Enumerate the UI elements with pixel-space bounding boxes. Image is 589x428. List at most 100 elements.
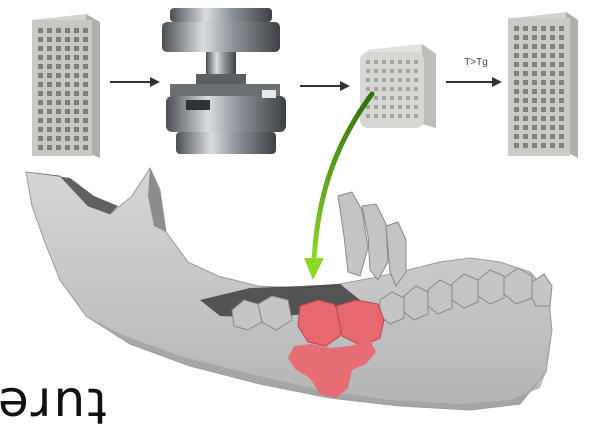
lattice-pore bbox=[550, 98, 555, 103]
lattice-pore bbox=[406, 78, 410, 82]
lattice-pore bbox=[38, 136, 43, 141]
lattice-pore bbox=[514, 35, 519, 40]
lattice-pore bbox=[406, 114, 410, 118]
lattice-pore bbox=[74, 37, 79, 42]
lattice-pore bbox=[38, 28, 43, 33]
lattice-pore bbox=[414, 60, 418, 64]
lattice-pore bbox=[390, 96, 394, 100]
lattice-pore bbox=[83, 136, 88, 141]
lattice-pore bbox=[532, 71, 537, 76]
lattice-pore bbox=[374, 87, 378, 91]
lattice-pore bbox=[398, 78, 402, 82]
lattice-pore bbox=[414, 87, 418, 91]
lattice-pore bbox=[398, 114, 402, 118]
lattice-pore bbox=[47, 118, 52, 123]
process-arrow-3 bbox=[446, 77, 502, 87]
lattice-pore bbox=[74, 82, 79, 87]
lattice-pore bbox=[550, 80, 555, 85]
lattice-pore bbox=[541, 71, 546, 76]
lattice-pore bbox=[47, 73, 52, 78]
lattice-pore bbox=[514, 53, 519, 58]
lattice-pore bbox=[414, 96, 418, 100]
lattice-pore bbox=[398, 96, 402, 100]
lattice-pore bbox=[541, 116, 546, 121]
lattice-pore bbox=[56, 37, 61, 42]
lattice-pore bbox=[398, 60, 402, 64]
lattice-pore bbox=[514, 89, 519, 94]
lattice-pore bbox=[541, 98, 546, 103]
lattice-pore bbox=[406, 69, 410, 73]
process-arrow-1 bbox=[110, 77, 160, 87]
lattice-pore bbox=[56, 118, 61, 123]
lattice-pore bbox=[550, 89, 555, 94]
lattice-pore bbox=[532, 134, 537, 139]
lattice-pore bbox=[382, 69, 386, 73]
lattice-pore bbox=[374, 114, 378, 118]
lattice-pore bbox=[83, 64, 88, 69]
lattice-pore bbox=[83, 73, 88, 78]
lattice-pore bbox=[382, 87, 386, 91]
lattice-pore bbox=[559, 98, 564, 103]
lattice-pore bbox=[523, 116, 528, 121]
lattice-pore bbox=[559, 107, 564, 112]
lattice-pore bbox=[74, 91, 79, 96]
lattice-pore bbox=[390, 78, 394, 82]
lattice-pore bbox=[532, 53, 537, 58]
lattice-pore bbox=[559, 80, 564, 85]
lattice-pore bbox=[83, 28, 88, 33]
lattice-pore bbox=[74, 136, 79, 141]
lattice-pore bbox=[366, 69, 370, 73]
lattice-pore bbox=[532, 89, 537, 94]
lattice-pore bbox=[38, 46, 43, 51]
lattice-pore bbox=[382, 114, 386, 118]
lattice-pore bbox=[65, 82, 70, 87]
lattice-pore bbox=[47, 91, 52, 96]
lattice-pore bbox=[83, 37, 88, 42]
process-arrow-2 bbox=[300, 81, 350, 91]
lattice-pore bbox=[65, 73, 70, 78]
lattice-pore bbox=[550, 62, 555, 67]
lattice-pore bbox=[541, 26, 546, 31]
lattice-pore bbox=[541, 44, 546, 49]
lattice-pore bbox=[532, 80, 537, 85]
lattice-pore bbox=[65, 109, 70, 114]
lattice-pore bbox=[74, 100, 79, 105]
compression-press bbox=[162, 8, 286, 154]
lattice-pore bbox=[65, 28, 70, 33]
lattice-pore bbox=[532, 35, 537, 40]
lattice-pore bbox=[56, 136, 61, 141]
lattice-pore bbox=[83, 55, 88, 60]
lattice-pore bbox=[366, 87, 370, 91]
lattice-pore bbox=[38, 127, 43, 132]
lattice-pore bbox=[65, 37, 70, 42]
lattice-pore bbox=[47, 136, 52, 141]
lattice-pore bbox=[523, 80, 528, 85]
lattice-pore bbox=[550, 35, 555, 40]
lattice-pore bbox=[414, 78, 418, 82]
lattice-pore bbox=[74, 28, 79, 33]
lattice-pore bbox=[65, 64, 70, 69]
lattice-pore bbox=[541, 143, 546, 148]
lattice-pore bbox=[541, 107, 546, 112]
lattice-pore bbox=[38, 73, 43, 78]
lattice-pore bbox=[74, 145, 79, 150]
lattice-pore bbox=[559, 62, 564, 67]
recovered-lattice-scaffold bbox=[508, 12, 578, 158]
lattice-pore bbox=[559, 134, 564, 139]
lattice-pore bbox=[559, 44, 564, 49]
lattice-pore bbox=[38, 118, 43, 123]
lattice-pore bbox=[514, 62, 519, 67]
lattice-pore bbox=[514, 125, 519, 130]
lattice-pore bbox=[550, 26, 555, 31]
lattice-pore bbox=[550, 134, 555, 139]
lattice-pore bbox=[559, 35, 564, 40]
lattice-pore bbox=[74, 127, 79, 132]
lattice-pore bbox=[514, 107, 519, 112]
lattice-pore bbox=[390, 105, 394, 109]
lattice-pore bbox=[56, 82, 61, 87]
lattice-pore bbox=[382, 60, 386, 64]
lattice-pore bbox=[514, 98, 519, 103]
lattice-pore bbox=[514, 26, 519, 31]
lattice-pore bbox=[523, 98, 528, 103]
lattice-pore bbox=[532, 44, 537, 49]
